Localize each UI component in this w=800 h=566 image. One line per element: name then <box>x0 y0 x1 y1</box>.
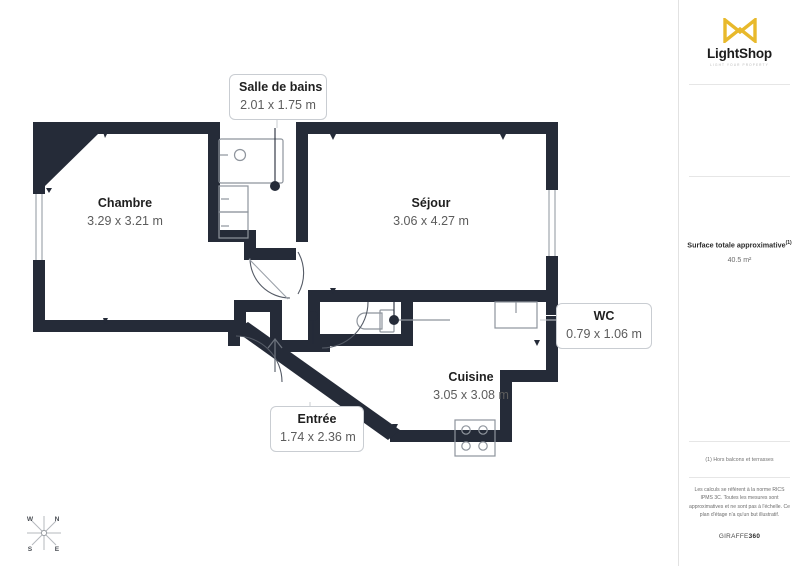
label-leader-lines <box>276 110 556 406</box>
sidebar-divider-1 <box>689 84 790 85</box>
room-dimensions-cuisine: 3.05 x 3.08 m <box>433 387 509 402</box>
provider-brand-suffix: 360 <box>748 533 761 540</box>
footnote-block: (1) Hors balcons et terrasses <box>685 457 794 463</box>
brand-logo[interactable]: LightShop LIGHT YOUR PROPERTY <box>679 0 800 84</box>
total-surface-value: 40.5 m² <box>683 257 796 264</box>
total-surface-number: 40.5 <box>727 256 742 264</box>
brand-logo-wordmark: LightShop <box>707 45 772 61</box>
door-swings <box>235 251 369 383</box>
room-name-wc: WC <box>593 309 615 323</box>
walls <box>33 122 558 442</box>
floorplan-svg <box>33 110 558 457</box>
provider-brand: GIRAFFE360 <box>679 533 800 540</box>
ceiling-light-sdb <box>270 128 280 191</box>
wall-tick-marks <box>46 132 540 430</box>
entrance-direction-arrow <box>267 337 283 372</box>
compass-rose-icon: N E S W <box>27 516 61 553</box>
lightshop-bowtie-logo-icon <box>722 17 757 43</box>
provider-brand-prefix: GIRAFFE <box>718 533 749 540</box>
toilet-bowl <box>356 312 383 330</box>
ceiling-light-cuisine <box>389 300 399 325</box>
total-surface-footnote-marker: (1) <box>785 240 792 246</box>
room-dimensions-chambre: 3.29 x 3.21 m <box>87 213 163 228</box>
room-label-sejour: Séjour 3.06 x 4.27 m <box>372 196 490 229</box>
storage-cabinet-lower <box>218 211 249 239</box>
compass-label-south: S <box>28 546 33 553</box>
room-dimensions-entree: 1.74 x 2.36 m <box>280 429 356 444</box>
brand-word-light: Light <box>707 45 740 61</box>
sidebar-divider-4 <box>689 477 790 478</box>
total-surface-block: Surface totale approximative(1) 40.5 m² <box>683 240 796 264</box>
window-mullions <box>35 190 556 260</box>
compass-label-west: W <box>27 516 34 523</box>
ceiling-light-entree <box>308 311 318 344</box>
ceiling-light-markers <box>270 128 399 344</box>
room-label-cuisine: Cuisine 3.05 x 3.08 m <box>413 370 529 403</box>
info-sidebar: LightShop LIGHT YOUR PROPERTY Surface to… <box>678 0 800 566</box>
room-label-salle-de-bains: Salle de bains 2.01 x 1.75 m <box>229 74 327 121</box>
brand-word-shop: Shop <box>739 45 772 61</box>
disclaimer-block: Les calculs se réfèrent à la norme RICS … <box>689 486 790 520</box>
compass-label-north: N <box>55 516 60 523</box>
room-name-sejour: Séjour <box>411 196 451 210</box>
footnote-text: (1) Hors balcons et terrasses <box>705 457 774 463</box>
total-surface-label: Surface totale approximative(1) <box>683 240 796 250</box>
room-dimensions-wc: 0.79 x 1.06 m <box>566 326 642 341</box>
room-label-chambre: Chambre 3.29 x 3.21 m <box>60 196 190 229</box>
room-label-wc: WC 0.79 x 1.06 m <box>556 303 652 350</box>
total-surface-unit: m² <box>743 256 752 264</box>
room-dimensions-sejour: 3.06 x 4.27 m <box>393 213 469 228</box>
floorplan-canvas[interactable]: Chambre 3.29 x 3.21 m Séjour 3.06 x 4.27… <box>0 0 678 566</box>
room-name-cuisine: Cuisine <box>448 370 494 384</box>
provider-brand-block[interactable]: GIRAFFE360 <box>679 533 800 540</box>
room-name-entree: Entrée <box>297 412 337 426</box>
brand-logo-tagline: LIGHT YOUR PROPERTY <box>710 62 769 67</box>
room-label-entree: Entrée 1.74 x 2.36 m <box>270 406 364 453</box>
washbasin-fixture <box>233 148 247 162</box>
sidebar-divider-2 <box>689 176 790 177</box>
room-name-salle-de-bains: Salle de bains <box>239 80 323 94</box>
fixtures <box>218 138 538 457</box>
room-name-chambre: Chambre <box>97 196 153 210</box>
compass-rose: N E S W <box>16 508 72 558</box>
disclaimer-text: Les calculs se réfèrent à la norme RICS … <box>689 487 790 519</box>
sidebar-divider-3 <box>689 441 790 442</box>
room-dimensions-salle-de-bains: 2.01 x 1.75 m <box>240 97 316 112</box>
cooktop-4-burner <box>454 419 496 457</box>
bathtub-fixture <box>218 138 284 184</box>
compass-label-east: E <box>55 546 60 553</box>
total-surface-label-text: Surface totale approximative <box>687 240 786 250</box>
